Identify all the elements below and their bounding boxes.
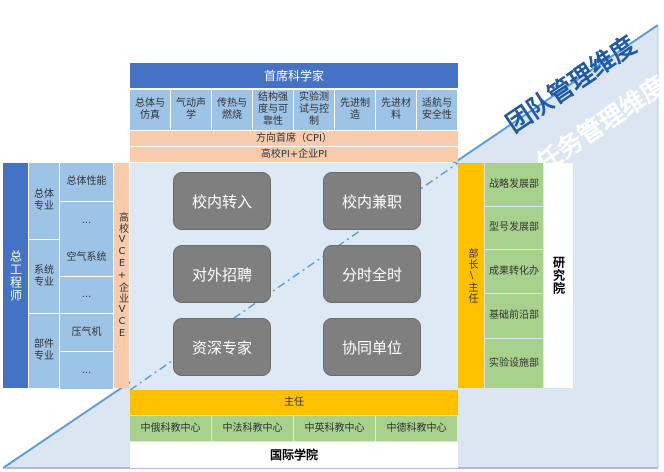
education-center-cell: 中法科教中心 (212, 416, 293, 441)
research-field-cell: 先进材料 (376, 90, 416, 130)
vce-column: 高校VCE+企业VCE (114, 163, 129, 388)
discipline-group: 部件专业 (29, 314, 59, 388)
institute-title: 研究院 (544, 163, 573, 388)
discipline-item: ... (60, 277, 113, 313)
senior-expert-button[interactable]: 资深专家 (173, 318, 271, 376)
department-cell: 成果转化办 (485, 250, 543, 293)
chief-scientist-header: 首席科学家 (130, 63, 458, 88)
institute-head: 部长\主任 (458, 163, 484, 388)
cpi-row: 方向首席（CPI） (130, 131, 458, 146)
discipline-group: 系统专业 (29, 240, 59, 313)
intl-college-head: 主任 (130, 390, 458, 415)
partner-unit-button[interactable]: 协同单位 (323, 318, 421, 376)
intl-college-title: 国际学院 (130, 442, 458, 468)
research-field-cell: 适航与安全性 (417, 90, 457, 130)
internal-parttime-button[interactable]: 校内兼职 (323, 172, 421, 230)
chief-engineer-header: 总工程师 (3, 163, 28, 388)
external-hiring-button[interactable]: 对外招聘 (173, 245, 271, 303)
department-cell: 实验设施部 (485, 339, 543, 388)
research-field-cell: 先进制造 (335, 90, 375, 130)
education-center-cell: 中德科教中心 (376, 416, 457, 441)
discipline-item: 总体性能 (60, 163, 113, 201)
education-center-cell: 中俄科教中心 (130, 416, 211, 441)
discipline-group: 总体专业 (29, 163, 59, 239)
research-field-cell: 结构强度与可靠性 (253, 90, 293, 130)
education-center-cell: 中英科教中心 (294, 416, 375, 441)
research-field-cell: 实验测试与控制 (294, 90, 334, 130)
discipline-item: ... (60, 202, 113, 240)
research-field-cell: 总体与仿真 (130, 90, 170, 130)
department-cell: 基础前沿部 (485, 294, 543, 338)
internal-transfer-button[interactable]: 校内转入 (173, 172, 271, 230)
department-cell: 战略发展部 (485, 163, 543, 206)
parttime-fulltime-button[interactable]: 分时全时 (323, 245, 421, 303)
discipline-item: 空气系统 (60, 240, 113, 276)
discipline-item: ... (60, 352, 113, 389)
research-field-cell: 气动声学 (171, 90, 211, 130)
pi-row: 高校PI+企业PI (130, 147, 458, 162)
department-cell: 型号发展部 (485, 207, 543, 249)
discipline-item: 压气机 (60, 314, 113, 351)
research-field-cell: 传热与燃烧 (212, 90, 252, 130)
